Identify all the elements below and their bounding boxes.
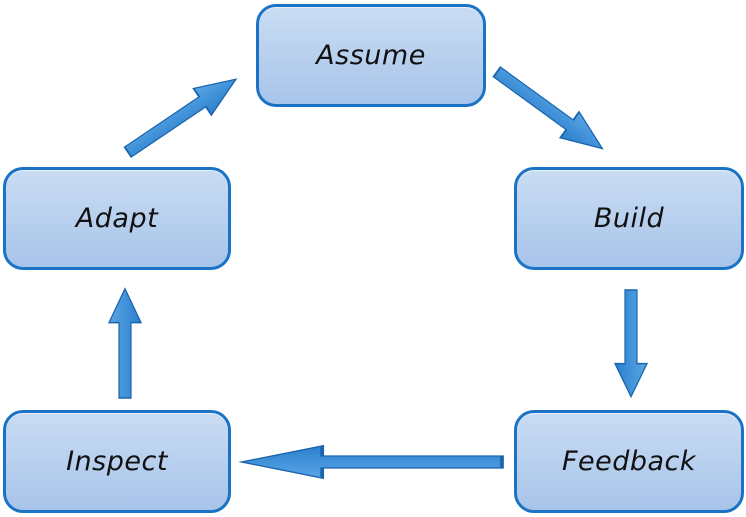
node-build: Build <box>514 167 744 270</box>
arrow-build-to-feedback <box>614 289 648 398</box>
node-assume: Assume <box>256 4 486 107</box>
arrow-feedback-to-inspect <box>239 444 504 480</box>
arrow-assume-to-build <box>486 58 613 163</box>
node-build-label: Build <box>593 203 665 234</box>
node-adapt-label: Adapt <box>75 203 159 234</box>
node-inspect-label: Inspect <box>66 446 168 477</box>
arrow-inspect-to-adapt <box>108 288 142 399</box>
node-assume-label: Assume <box>316 40 426 71</box>
node-adapt: Adapt <box>3 167 231 270</box>
node-feedback: Feedback <box>514 410 744 513</box>
arrow-adapt-to-assume <box>118 65 246 167</box>
node-inspect: Inspect <box>3 410 231 513</box>
node-feedback-label: Feedback <box>561 446 697 477</box>
